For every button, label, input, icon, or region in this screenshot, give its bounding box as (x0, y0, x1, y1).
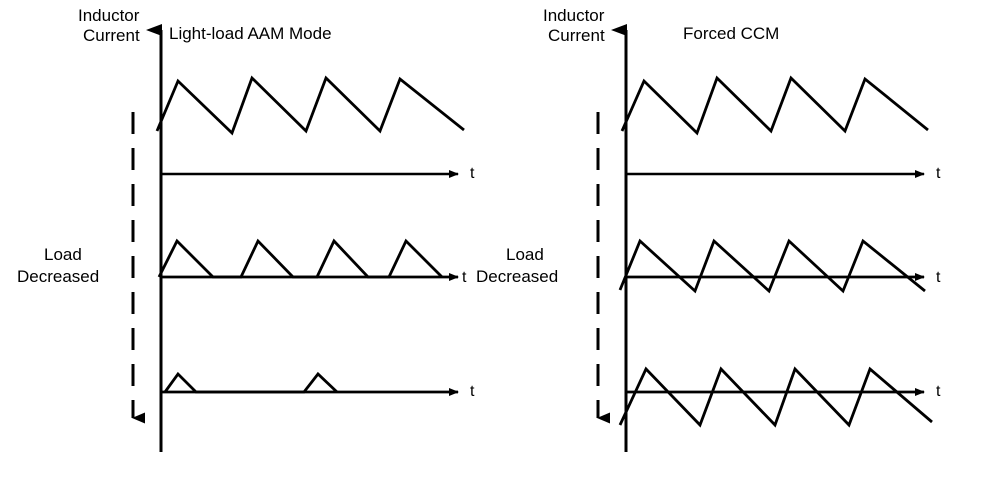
left-y-axis-label-line2: Current (83, 26, 140, 45)
left-y-axis-label-line1: Inductor (78, 6, 140, 25)
left-panel-title: Light-load AAM Mode (169, 24, 332, 43)
left-trace3-waveform (163, 371, 338, 394)
right-y-axis-label-line2: Current (548, 26, 605, 45)
right-trace2-axis-label: t (936, 269, 941, 286)
right-side-note-line2: Decreased (476, 267, 559, 286)
right-trace1-axis-label: t (936, 165, 941, 182)
right-trace2-waveform (618, 238, 926, 294)
left-trace2-axis-label: t (462, 269, 467, 286)
left-side-note-line2: Decreased (17, 267, 100, 286)
left-trace1-waveform (155, 75, 465, 136)
right-side-note-line1: Load (506, 245, 544, 264)
left-side-note-line1: Load (44, 245, 82, 264)
right-trace1-waveform (620, 75, 929, 136)
right-y-axis-label-line1: Inductor (543, 6, 605, 25)
left-trace1-axis-label: t (470, 165, 475, 182)
right-trace3-axis-label: t (936, 383, 941, 400)
left-trace3-axis-label: t (470, 383, 475, 400)
right-trace3-waveform (618, 366, 933, 428)
left-trace2-waveform (157, 238, 443, 279)
right-panel-title: Forced CCM (683, 24, 780, 43)
